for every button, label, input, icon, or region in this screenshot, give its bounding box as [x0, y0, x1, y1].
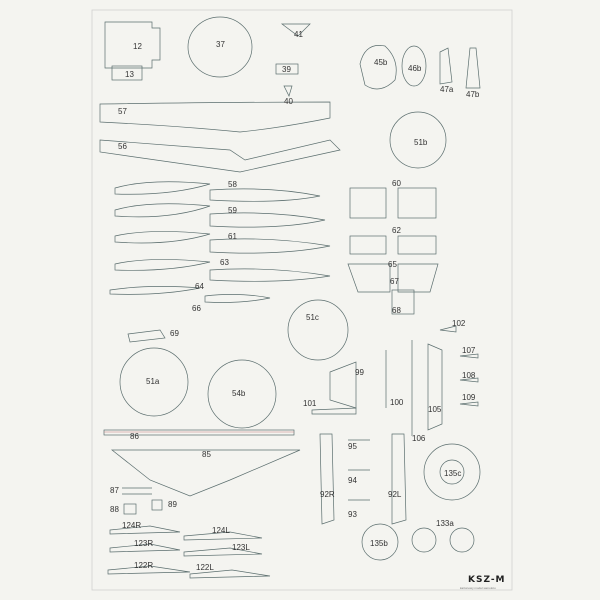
- part-label: 94: [348, 476, 357, 485]
- part-label: 59: [228, 206, 237, 215]
- part-label: 88: [110, 505, 119, 514]
- part-label: 58: [228, 180, 237, 189]
- part-label: 40: [284, 97, 293, 106]
- part-label: 92R: [320, 490, 335, 499]
- part-label: 107: [462, 346, 476, 355]
- brand-logo: KSZ-M: [468, 575, 506, 585]
- part-label: 54b: [232, 389, 246, 398]
- part-label: 108: [462, 371, 476, 380]
- part-label: 12: [133, 42, 142, 51]
- part-label: 99: [355, 368, 364, 377]
- part-label: 133a: [436, 519, 454, 528]
- part-label: 51b: [414, 138, 428, 147]
- part-label: 63: [220, 258, 229, 267]
- part-label: 65: [388, 260, 397, 269]
- part-label: 109: [462, 393, 476, 402]
- part-label: 45b: [374, 58, 388, 67]
- part-label: 61: [228, 232, 237, 241]
- part-label: 92L: [388, 490, 402, 499]
- part-label: 56: [118, 142, 127, 151]
- part-label: 122L: [196, 563, 214, 572]
- part-label: 135c: [444, 469, 462, 478]
- part-label: 89: [168, 500, 177, 509]
- part-label: 106: [412, 434, 426, 443]
- part-label: 51c: [306, 313, 319, 322]
- part-label: 95: [348, 442, 357, 451]
- part-label: 85: [202, 450, 211, 459]
- part-label: 66: [192, 304, 201, 313]
- part-label: 67: [390, 277, 399, 286]
- part-label: 87: [110, 486, 119, 495]
- part-label: 46b: [408, 64, 422, 73]
- part-label: 122R: [134, 561, 154, 570]
- part-label: 37: [216, 40, 225, 49]
- part-label: 101: [303, 399, 317, 408]
- part-label: 51a: [146, 377, 160, 386]
- part-label: 124R: [122, 521, 142, 530]
- part-label: 93: [348, 510, 357, 519]
- part-label: 86: [130, 432, 139, 441]
- part-label: 47b: [466, 90, 480, 99]
- part-label: 13: [125, 70, 134, 79]
- part-label: 39: [282, 65, 291, 74]
- brand-tagline: kartonowy model samolotu: [460, 586, 496, 590]
- part-label: 105: [428, 405, 442, 414]
- part-label: 124L: [212, 526, 230, 535]
- part-label: 41: [294, 30, 303, 39]
- part-label: 135b: [370, 539, 388, 548]
- part-label: 62: [392, 226, 401, 235]
- part-label: 57: [118, 107, 127, 116]
- part-label: 68: [392, 306, 401, 315]
- part-label: 47a: [440, 85, 454, 94]
- part-label: 69: [170, 329, 179, 338]
- part-label: 60: [392, 179, 401, 188]
- part-label: 123L: [232, 543, 250, 552]
- part-label: 102: [452, 319, 466, 328]
- part-label: 100: [390, 398, 404, 407]
- part-label: 64: [195, 282, 204, 291]
- part-label: 123R: [134, 539, 154, 548]
